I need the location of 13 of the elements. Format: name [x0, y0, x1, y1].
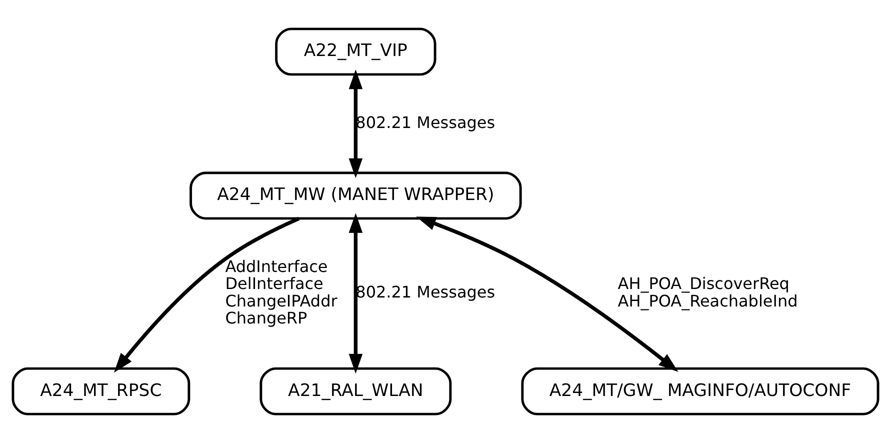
arrow	[348, 68, 363, 178]
node-box: A21_RAL_WLAN	[260, 366, 452, 415]
edge-label: AH_POA_DiscoverReq AH_POA_ReachableInd	[618, 274, 798, 310]
arrow	[416, 216, 678, 372]
edge-label: 802.21 Messages	[356, 282, 496, 302]
edge-label: 802.21 Messages	[356, 112, 496, 132]
node-box: A24_MT_MW (MANET WRAPPER)	[190, 171, 522, 220]
node-box: A24_MT/GW_ MAGINFO/AUTOCONF	[521, 366, 880, 415]
arrow	[114, 216, 300, 372]
arrow	[348, 212, 363, 374]
edge-label: AddInterface DelInterface ChangeIPAddr ChangeRP	[225, 256, 338, 328]
node-box: A22_MT_VIP	[275, 27, 436, 76]
node-box: A24_MT_RPSC	[12, 366, 190, 415]
